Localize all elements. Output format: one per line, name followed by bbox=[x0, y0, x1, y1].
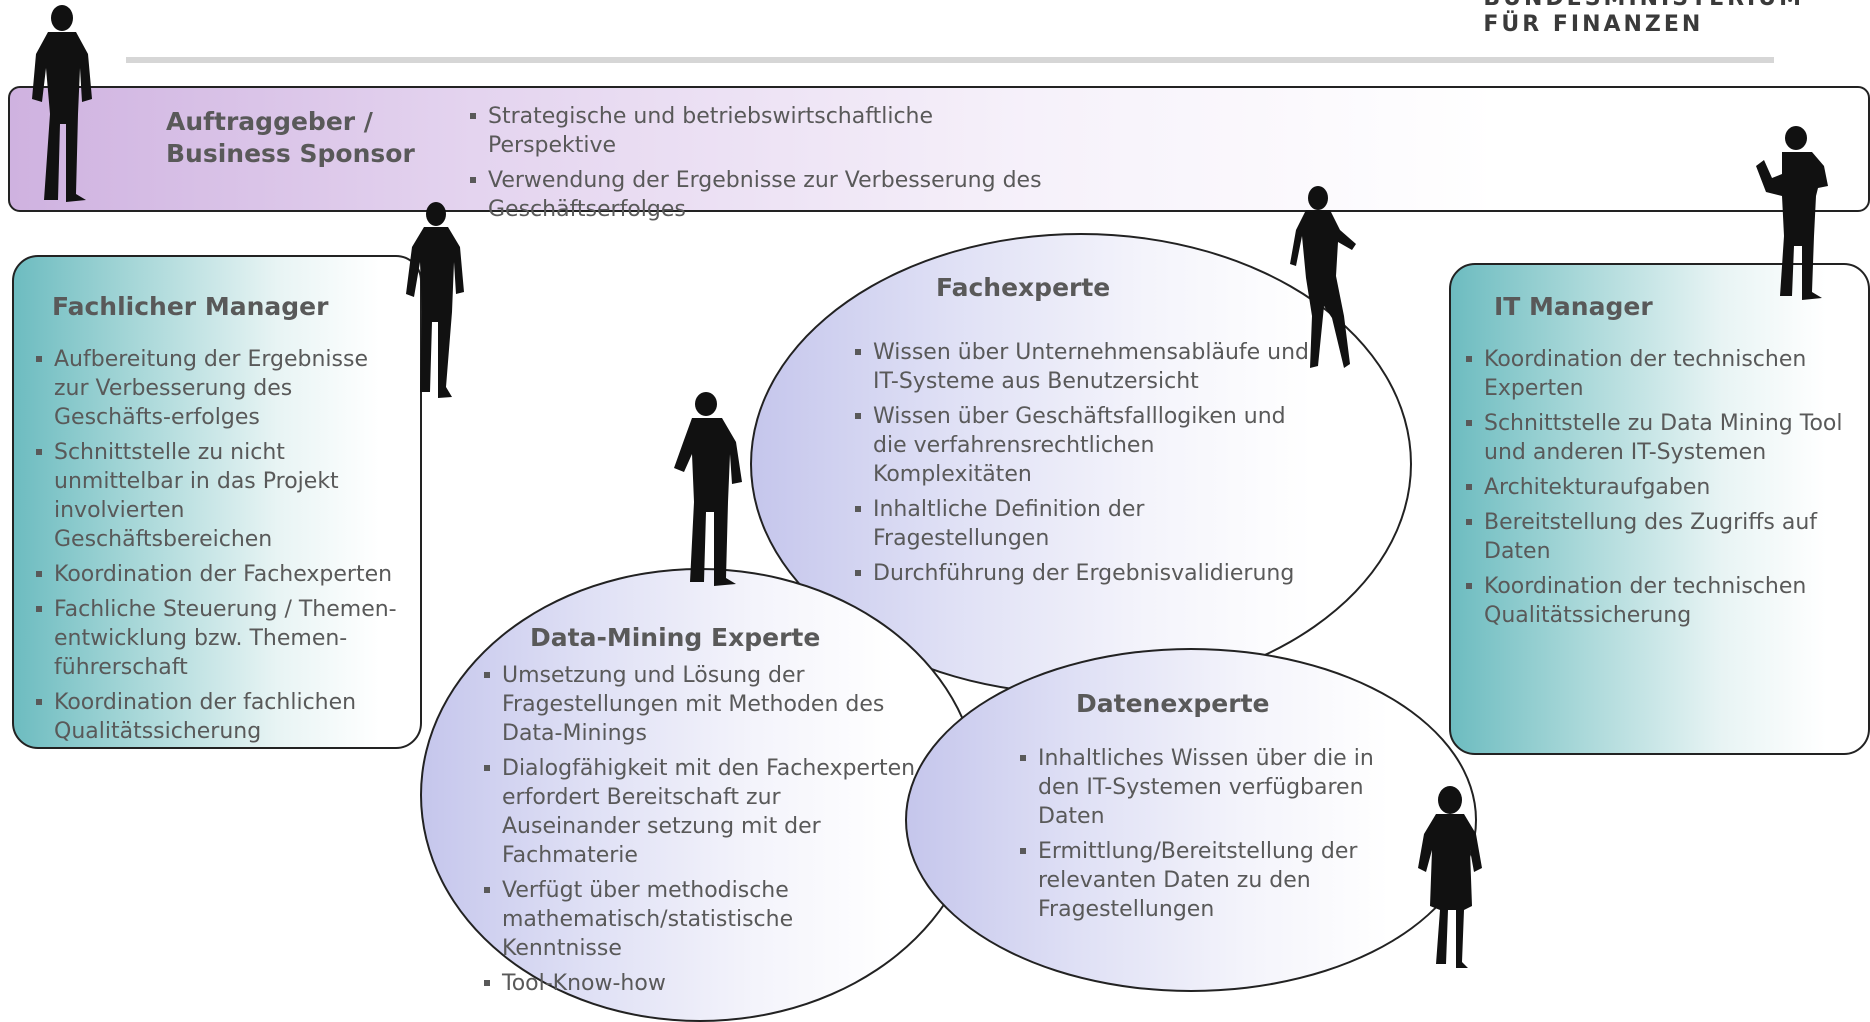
list-item: Koordination der technischen Qualitätssi… bbox=[1466, 572, 1851, 630]
data-mining-experte-list: Umsetzung und Lösung der Fragestellungen… bbox=[484, 661, 919, 1004]
ministry-name-line1: BUNDESMINISTERIUM bbox=[1483, 0, 1804, 12]
ministry-logo: BUNDESMINISTERIUM FÜR FINANZEN bbox=[1483, 0, 1804, 38]
list-item: Inhaltliches Wissen über die in den IT-S… bbox=[1020, 744, 1380, 831]
data-mining-experte-ellipse bbox=[420, 568, 980, 1022]
list-item: Koordination der Fachexperten bbox=[36, 560, 406, 589]
list-item: Bereitstellung des Zugriffs auf Daten bbox=[1466, 508, 1851, 566]
fachlicher-manager-person-icon bbox=[406, 202, 464, 398]
list-item: Verfügt über methodische mathematisch/st… bbox=[484, 876, 919, 963]
fachlicher-manager-panel bbox=[12, 255, 422, 749]
sponsor-person-icon bbox=[32, 5, 92, 202]
fachexperte-person-icon bbox=[1290, 186, 1356, 368]
list-item: Koordination der technischen Experten bbox=[1466, 345, 1851, 403]
list-item: Architekturaufgaben bbox=[1466, 473, 1851, 502]
datenexperte-list: Inhaltliches Wissen über die in den IT-S… bbox=[1020, 744, 1380, 930]
it-manager-title: IT Manager bbox=[1494, 292, 1653, 321]
header-rule bbox=[126, 57, 1774, 63]
sponsor-item: Verwendung der Ergebnisse zur Verbesseru… bbox=[470, 166, 1060, 224]
list-item: Schnittstelle zu Data Mining Tool und an… bbox=[1466, 409, 1851, 467]
sponsor-item: Strategische und betriebswirtschaftliche… bbox=[470, 102, 1060, 160]
list-item: Aufbereitung der Ergebnisse zur Verbesse… bbox=[36, 345, 406, 432]
list-item: Tool-Know-how bbox=[484, 969, 919, 998]
datenexperte-ellipse bbox=[905, 648, 1477, 992]
ministry-name-line2: FÜR FINANZEN bbox=[1483, 12, 1704, 37]
datenexperte-person-icon bbox=[1418, 786, 1482, 968]
fachexperte-title: Fachexperte bbox=[936, 273, 1111, 302]
sponsor-list: Strategische und betriebswirtschaftliche… bbox=[470, 102, 1060, 230]
it-manager-person-icon bbox=[1756, 126, 1828, 300]
it-manager-panel bbox=[1449, 263, 1870, 755]
list-item: Wissen über Geschäftsfalllogiken und die… bbox=[855, 402, 1317, 489]
datenexperte-title: Datenexperte bbox=[1076, 689, 1270, 718]
data-mining-person-icon bbox=[674, 392, 742, 586]
it-manager-list: Koordination der technischen Experten Sc… bbox=[1466, 345, 1851, 636]
list-item: Fachliche Steuerung / Themen-entwicklung… bbox=[36, 595, 406, 682]
sponsor-title-line2: Business Sponsor bbox=[166, 139, 415, 168]
fachexperte-list: Wissen über Unternehmensabläufe und IT-S… bbox=[855, 338, 1317, 594]
list-item: Durchführung der Ergebnisvalidierung bbox=[855, 559, 1317, 588]
sponsor-bar bbox=[8, 86, 1870, 212]
sponsor-title-line1: Auftraggeber / bbox=[166, 107, 373, 136]
list-item: Dialogfähigkeit mit den Fachexperten erf… bbox=[484, 754, 919, 870]
list-item: Schnittstelle zu nicht unmittelbar in da… bbox=[36, 438, 406, 554]
fachlicher-manager-title: Fachlicher Manager bbox=[52, 292, 329, 321]
list-item: Inhaltliche Definition der Fragestellung… bbox=[855, 495, 1317, 553]
list-item: Ermittlung/Bereitstellung der relevanten… bbox=[1020, 837, 1380, 924]
list-item: Umsetzung und Lösung der Fragestellungen… bbox=[484, 661, 919, 748]
list-item: Koordination der fachlichen Qualitätssic… bbox=[36, 688, 406, 746]
list-item: Wissen über Unternehmensabläufe und IT-S… bbox=[855, 338, 1317, 396]
data-mining-experte-title: Data-Mining Experte bbox=[530, 623, 821, 652]
fachlicher-manager-list: Aufbereitung der Ergebnisse zur Verbesse… bbox=[36, 345, 406, 752]
sponsor-title: Auftraggeber / Business Sponsor bbox=[166, 106, 415, 170]
